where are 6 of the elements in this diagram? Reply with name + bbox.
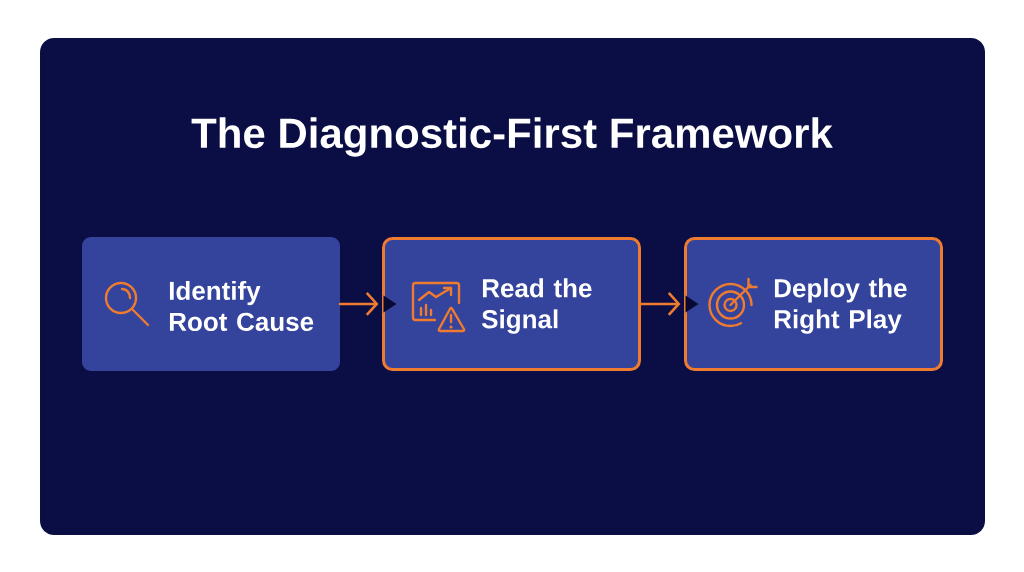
title: The Diagnostic-First Framework (191, 117, 833, 157)
arrow (338, 292, 397, 316)
process-box: Read the Signal (382, 237, 641, 371)
process-box: Identify Root Cause (82, 237, 340, 371)
process-box: Deploy the Right Play (684, 237, 943, 371)
arrow (638, 292, 699, 316)
